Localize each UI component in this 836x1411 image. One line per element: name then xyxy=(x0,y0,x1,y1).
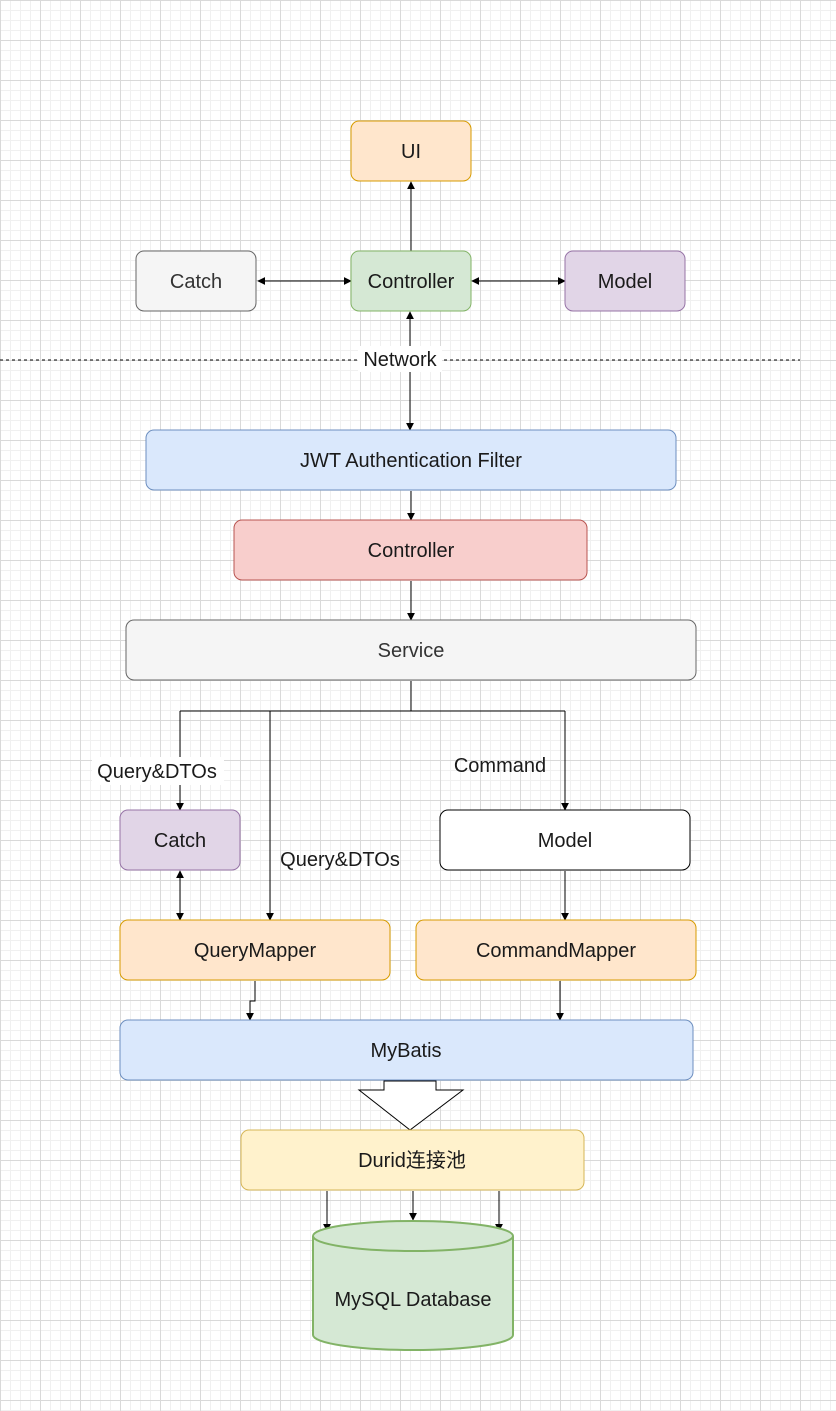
node-query-mapper: QueryMapper xyxy=(119,919,391,981)
node-mysql-database: MySQL Database xyxy=(312,1220,514,1351)
node-catch-top-box xyxy=(135,250,257,312)
node-model-top: Model xyxy=(564,250,686,312)
node-ui-label: UI xyxy=(401,141,421,163)
edges xyxy=(176,181,569,1232)
node-command-mapper: CommandMapper xyxy=(415,919,697,981)
node-jwt-filter-label: JWT Authentication Filter xyxy=(300,450,522,472)
node-ui: UI xyxy=(350,120,472,182)
node-mybatis-box xyxy=(119,1019,694,1081)
node-durid-pool-label: Durid连接池 xyxy=(358,1149,466,1172)
node-jwt-filter-box xyxy=(145,429,677,491)
node-jwt-filter: JWT Authentication Filter xyxy=(145,429,677,491)
edge-labels: Network Query&DTOs Command Query&DTOs xyxy=(92,346,546,871)
query-dtos-left-label: Query&DTOs xyxy=(97,761,217,783)
node-controller: Controller xyxy=(233,519,588,581)
edge-service-branch xyxy=(180,681,412,712)
node-mybatis-label: MyBatis xyxy=(370,1040,441,1062)
query-dtos-left-bg xyxy=(92,757,224,785)
edge-querymapper-to-mybatis xyxy=(246,981,256,1021)
node-catch-top-label: Catch xyxy=(170,271,222,293)
node-command-mapper-label: CommandMapper xyxy=(476,940,636,962)
mysql-cylinder-top xyxy=(312,1220,514,1252)
node-model-box xyxy=(439,809,691,871)
node-service-box xyxy=(125,619,697,681)
network-label-bg xyxy=(358,346,442,372)
node-query-mapper-label: QueryMapper xyxy=(194,940,317,962)
node-service: Service xyxy=(125,619,697,681)
node-catch-box xyxy=(119,809,241,871)
node-catch: Catch xyxy=(119,809,241,871)
node-catch-top: Catch xyxy=(135,250,257,312)
node-controller-label: Controller xyxy=(368,540,455,562)
node-model-top-box xyxy=(564,250,686,312)
node-controller-top-box xyxy=(350,250,472,312)
node-mysql-label: MySQL Database xyxy=(334,1289,491,1311)
node-model-top-label: Model xyxy=(598,271,652,293)
node-durid-pool: Durid连接池 xyxy=(240,1129,585,1191)
node-durid-pool-box xyxy=(240,1129,585,1191)
node-query-mapper-box xyxy=(119,919,391,981)
network-label: Network xyxy=(363,349,437,371)
big-down-arrow xyxy=(357,1080,465,1131)
node-mybatis: MyBatis xyxy=(119,1019,694,1081)
node-controller-box xyxy=(233,519,588,581)
node-model: Model xyxy=(439,809,691,871)
node-service-label: Service xyxy=(378,640,445,662)
node-ui-box xyxy=(350,120,472,182)
query-dtos-mid-label: Query&DTOs xyxy=(280,849,400,871)
node-catch-label: Catch xyxy=(154,830,206,852)
node-command-mapper-box xyxy=(415,919,697,981)
command-label: Command xyxy=(454,755,546,777)
mysql-cylinder-body xyxy=(312,1236,514,1351)
node-model-label: Model xyxy=(538,830,592,852)
node-controller-top: Controller xyxy=(350,250,472,312)
node-controller-top-label: Controller xyxy=(368,271,455,293)
